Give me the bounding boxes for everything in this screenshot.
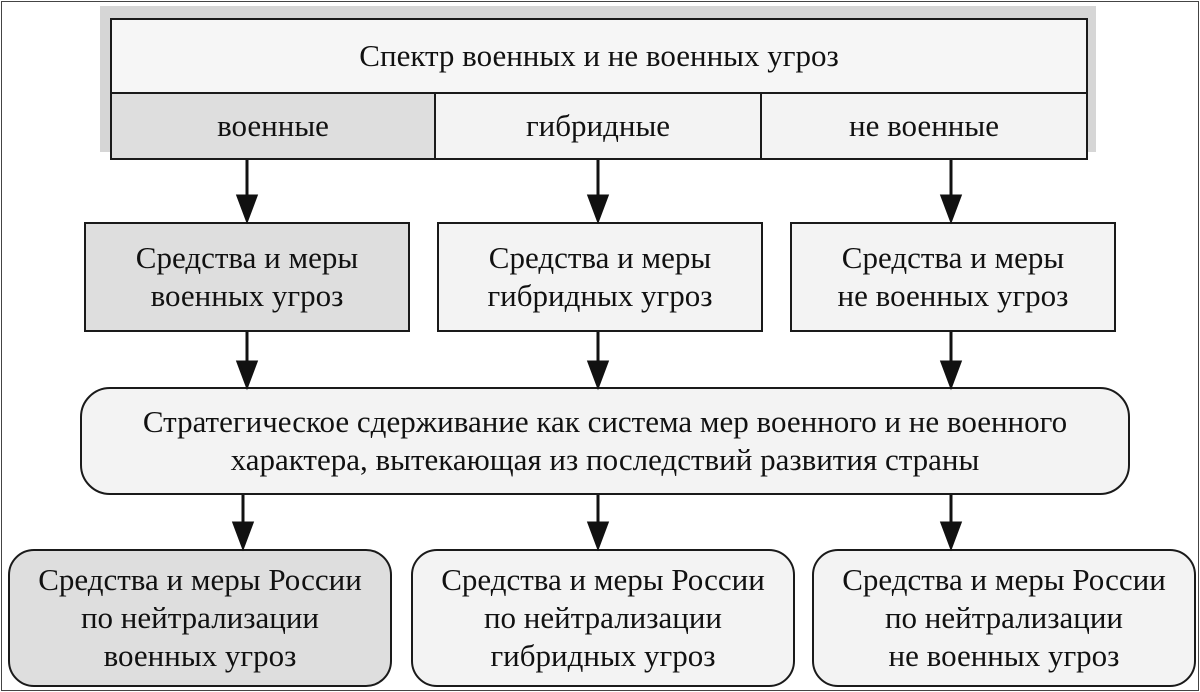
russia-hybrid-line2: по нейтрализации bbox=[483, 600, 723, 636]
means-nonmilitary-line2: не военных угроз bbox=[837, 278, 1069, 313]
means-military-box: Средства и меры военных угроз bbox=[84, 222, 410, 332]
means-military-line1: Средства и меры bbox=[135, 240, 359, 276]
category-nonmilitary-label: не военные bbox=[849, 108, 999, 144]
russia-nonmilitary-line1: Средства и меры России bbox=[842, 562, 1166, 598]
means-hybrid-line2: гибридных угроз bbox=[487, 278, 713, 313]
russia-measures-hybrid-box: Средства и меры России по нейтрализации … bbox=[411, 549, 795, 687]
spectrum-title-box: Спектр военных и не военных угроз bbox=[110, 18, 1088, 94]
arrow-means-hybrid-to-deterrence bbox=[586, 332, 610, 391]
category-hybrid-label: гибридные bbox=[525, 108, 671, 144]
russia-nonmilitary-line2: по нейтрализации bbox=[884, 600, 1124, 636]
russia-measures-military-box: Средства и меры России по нейтрализации … bbox=[8, 549, 392, 687]
russia-military-line1: Средства и меры России bbox=[38, 562, 362, 598]
deterrence-box: Стратегическое сдерживание как система м… bbox=[80, 387, 1130, 495]
russia-military-line2: по нейтрализации bbox=[80, 600, 320, 636]
arrow-means-nonmilitary-to-deterrence bbox=[939, 332, 963, 391]
category-nonmilitary: не военные bbox=[760, 92, 1088, 160]
russia-hybrid-line1: Средства и меры России bbox=[441, 562, 765, 598]
arrow-deterrence-to-russia-hybrid bbox=[586, 495, 610, 552]
deterrence-line2: характера, вытекающая из последствий раз… bbox=[230, 442, 980, 477]
arrow-means-military-to-deterrence bbox=[235, 332, 259, 391]
means-nonmilitary-line1: Средства и меры bbox=[841, 240, 1065, 276]
category-military: военные bbox=[110, 92, 436, 160]
arrow-deterrence-to-russia-nonmilitary bbox=[939, 495, 963, 552]
arrow-nonmilitary-to-means bbox=[939, 160, 963, 225]
arrow-military-to-means bbox=[235, 160, 259, 225]
russia-hybrid-line3: гибридных угроз bbox=[490, 637, 716, 673]
means-military-line2: военных угроз bbox=[150, 278, 344, 313]
category-military-label: военные bbox=[217, 108, 329, 144]
arrow-hybrid-to-means bbox=[586, 160, 610, 225]
means-nonmilitary-box: Средства и меры не военных угроз bbox=[790, 222, 1116, 332]
spectrum-title: Спектр военных и не военных угроз bbox=[359, 38, 839, 74]
arrow-deterrence-to-russia-military bbox=[231, 495, 255, 552]
russia-military-line3: военных угроз bbox=[103, 637, 297, 673]
russia-measures-nonmilitary-box: Средства и меры России по нейтрализации … bbox=[812, 549, 1196, 687]
means-hybrid-line1: Средства и меры bbox=[488, 240, 712, 276]
deterrence-line1: Стратегическое сдерживание как система м… bbox=[142, 404, 1068, 440]
russia-nonmilitary-line3: не военных угроз bbox=[888, 637, 1120, 673]
category-hybrid: гибридные bbox=[434, 92, 762, 160]
means-hybrid-box: Средства и меры гибридных угроз bbox=[437, 222, 763, 332]
